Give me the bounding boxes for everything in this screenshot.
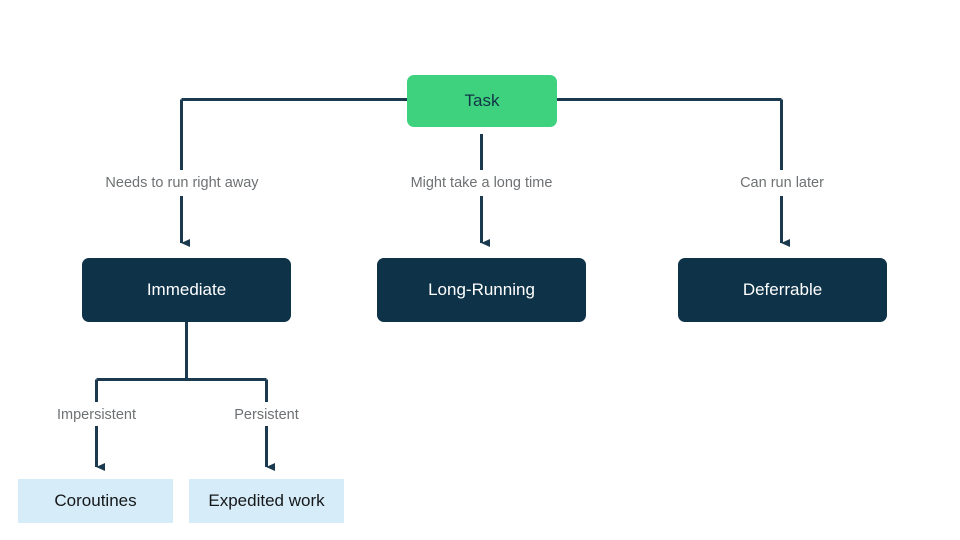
edge-label-needs-to-run-right-away: Needs to run right away [84, 172, 280, 194]
node-long-running[interactable]: Long-Running [377, 258, 586, 322]
edge-label-can-run-later: Can run later [726, 172, 838, 194]
edge-label-persistent: Persistent [222, 405, 311, 425]
edge-label-impersistent: Impersistent [42, 405, 151, 425]
node-coroutines[interactable]: Coroutines [18, 479, 173, 523]
node-task[interactable]: Task [407, 75, 557, 127]
node-immediate[interactable]: Immediate [82, 258, 291, 322]
node-deferrable[interactable]: Deferrable [678, 258, 887, 322]
edge-label-might-take-a-long-time: Might take a long time [387, 172, 576, 194]
node-expedited-work[interactable]: Expedited work [189, 479, 344, 523]
